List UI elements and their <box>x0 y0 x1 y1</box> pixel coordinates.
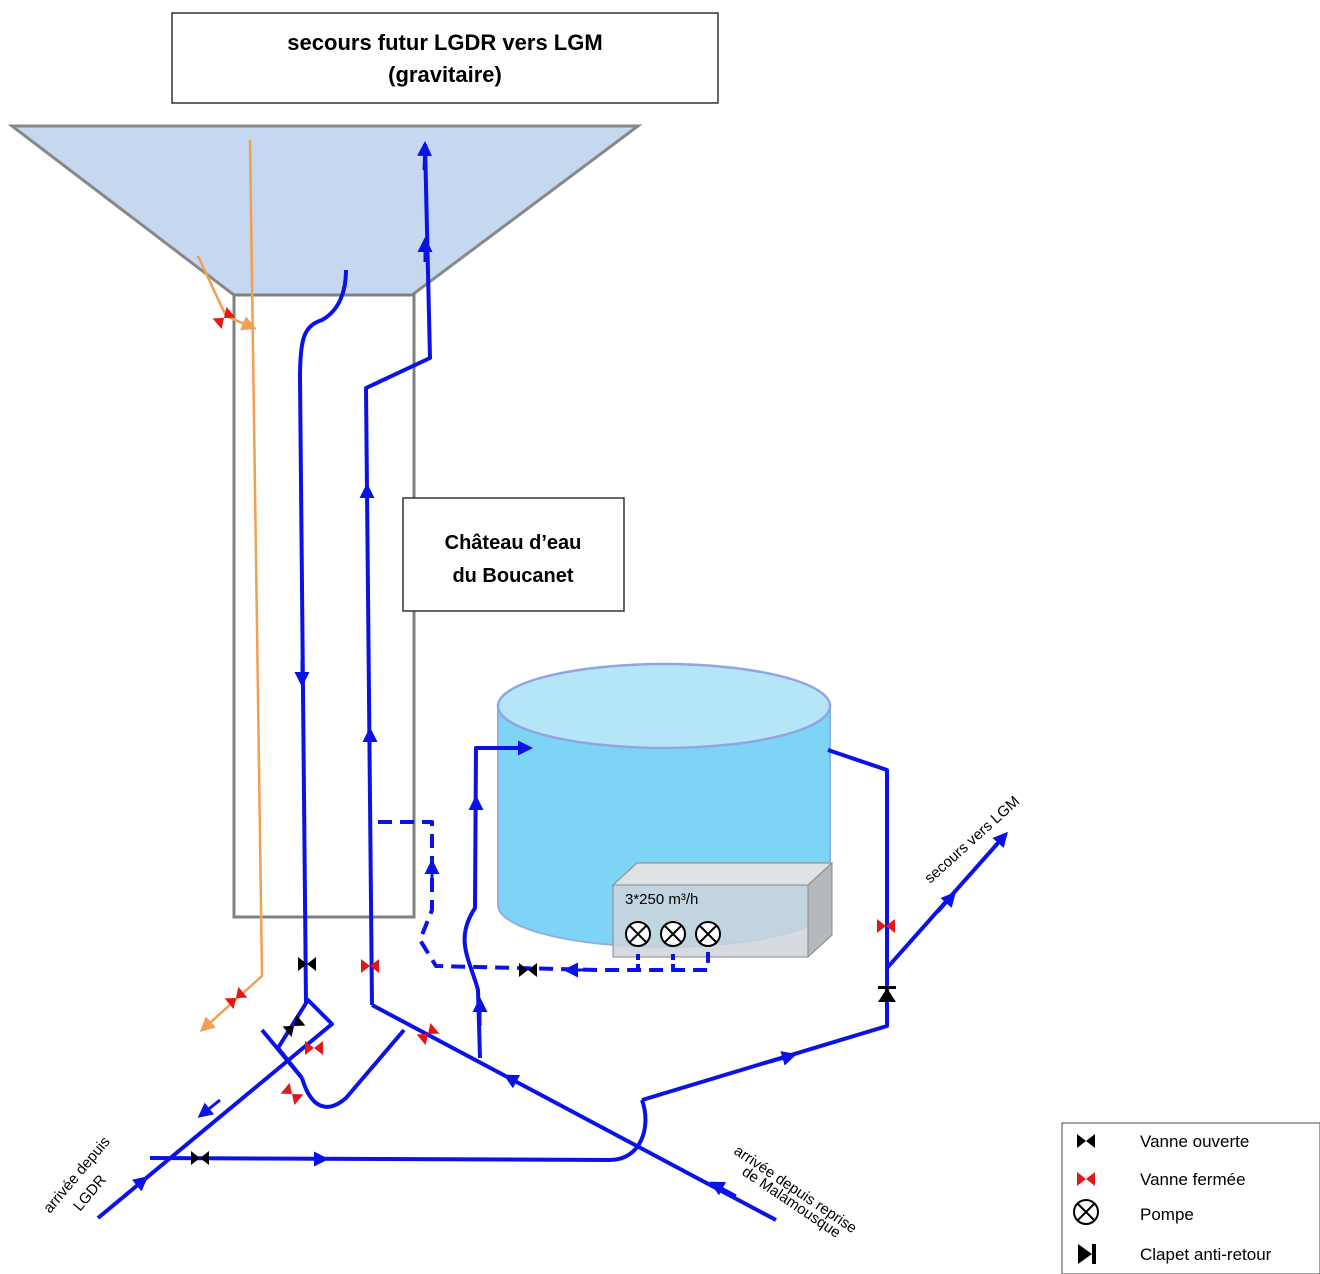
pipe-lgdr-branch <box>260 1028 304 1080</box>
arrow-down-left <box>197 1098 221 1118</box>
tower-label-line-2: du Boucanet <box>452 565 573 587</box>
closed-valve-icon[interactable] <box>416 1022 440 1046</box>
title-box: secours futur LGDR vers LGM (gravitaire) <box>171 12 719 104</box>
pipe-pump-legs <box>636 952 675 970</box>
arrow-up-right <box>123 1176 149 1198</box>
arrow-up-right <box>988 831 1008 853</box>
flow-arrows <box>123 141 1008 1198</box>
pump-icon <box>695 921 721 947</box>
pump-capacity-label: 3*250 m³/h <box>625 891 698 908</box>
check-valve-icon <box>1078 1244 1096 1264</box>
open-valve-icon[interactable] <box>519 963 537 977</box>
malamousque-label-line-1: arrivée depuis reprise <box>731 1142 860 1237</box>
gravity-pipe-main <box>199 139 264 1033</box>
pump-icon <box>625 921 651 947</box>
check-valve-icon[interactable] <box>878 986 896 1002</box>
pump-icon <box>1073 1199 1099 1225</box>
legend: Vanne ouverte Vanne fermée Pompe Clapet … <box>1061 1122 1320 1274</box>
pipe-bypass <box>300 1028 406 1109</box>
closed-valve-icon[interactable] <box>280 1082 304 1106</box>
pump-station: 3*250 m³/h <box>611 861 834 959</box>
pipe-cross-link <box>149 1099 648 1162</box>
tower-reservoir <box>7 124 643 297</box>
legend-item-label: Pompe <box>1140 1205 1194 1224</box>
tower-label-line-1: Château d’eau <box>445 532 582 554</box>
legend-item-label: Clapet anti-retour <box>1140 1245 1272 1264</box>
arrow-left <box>709 1181 737 1198</box>
arrow-up-top <box>417 141 433 171</box>
legend-item-label: Vanne ouverte <box>1140 1132 1249 1151</box>
arrow-up-right <box>936 891 956 913</box>
pipe-pump-return <box>378 820 710 972</box>
legend-item-label: Vanne fermée <box>1140 1170 1246 1189</box>
pipe-lgdr-inlet <box>96 998 334 1220</box>
title-line-1: secours futur LGDR vers LGM <box>287 30 602 55</box>
pipe-malamousque <box>371 1003 777 1222</box>
title-line-2: (gravitaire) <box>388 62 502 87</box>
pipe-tank-outlet <box>641 748 889 1102</box>
open-valve-icon[interactable] <box>191 1151 209 1165</box>
pipe-tower-outlet <box>298 269 348 1005</box>
valves <box>191 306 896 1165</box>
tower-label-box: Château d’eau du Boucanet <box>402 497 625 612</box>
pump-icon <box>660 921 686 947</box>
arrow-left <box>503 1074 529 1090</box>
pipe-tank-inlet <box>462 746 520 1059</box>
arrow-right <box>769 1051 797 1066</box>
